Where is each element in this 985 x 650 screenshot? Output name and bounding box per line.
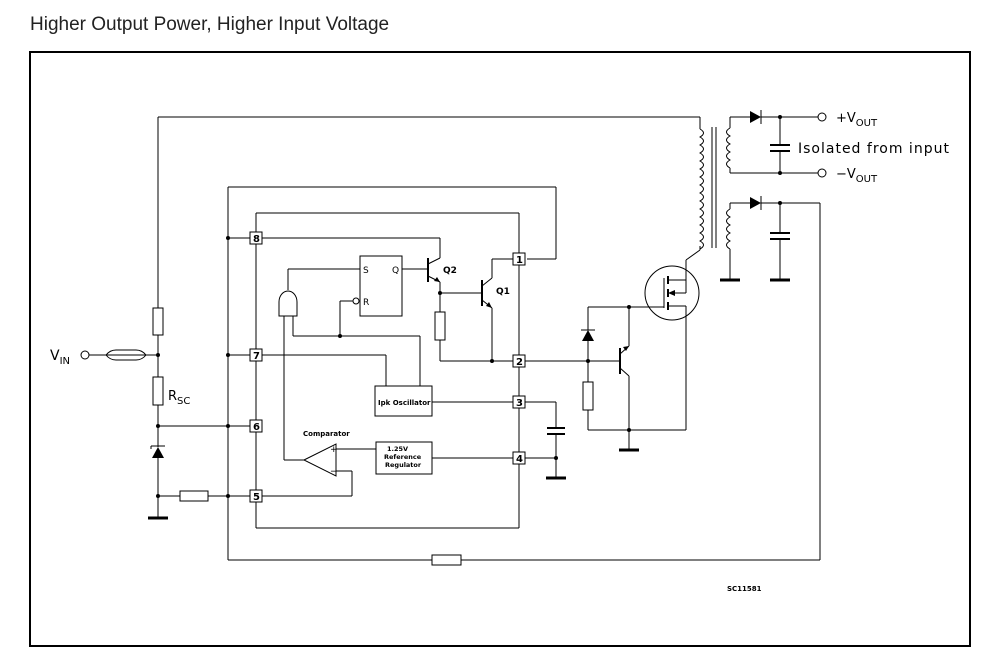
diagram-frame	[29, 51, 971, 647]
pin-3: 3	[512, 395, 526, 409]
svg-text:S: S	[363, 266, 369, 276]
resistor-rsc	[152, 376, 164, 406]
timing-capacitor	[547, 427, 565, 435]
ipk-oscillator	[374, 385, 433, 417]
svg-text:8: 8	[253, 234, 260, 245]
svg-text:+: +	[330, 445, 338, 455]
pin-7: 7	[249, 348, 263, 362]
diode-out-upper	[750, 110, 762, 124]
svg-text:1.25V: 1.25V	[387, 445, 408, 453]
transistor-q1	[481, 277, 493, 309]
pin-1: 1	[512, 252, 526, 266]
zener-diode	[150, 445, 165, 458]
mosfet	[644, 265, 700, 321]
svg-text:Q2: Q2	[443, 266, 457, 276]
svg-text:Reference: Reference	[384, 453, 422, 461]
svg-text:Comparator: Comparator	[303, 430, 350, 438]
svg-text:Ipk Oscillator: Ipk Oscillator	[378, 399, 431, 407]
output-capacitor-lower	[770, 232, 790, 240]
svg-text:6: 6	[253, 422, 260, 433]
resistor-q2	[434, 311, 446, 341]
svg-text:Q1: Q1	[496, 287, 510, 297]
and-gate	[278, 290, 298, 317]
vout-neg-label: −VOUT	[836, 167, 878, 185]
resistor-pin5	[179, 490, 209, 502]
vin-input	[80, 349, 160, 361]
svg-text:Q: Q	[392, 266, 399, 276]
svg-text:3: 3	[516, 398, 523, 409]
svg-text:Regulator: Regulator	[385, 461, 422, 469]
sr-flip-flop	[359, 255, 403, 317]
rsc-label: RSC	[168, 389, 190, 407]
resistor-drive	[582, 381, 594, 411]
pin-4: 4	[512, 451, 526, 465]
pin-5: 5	[249, 489, 263, 503]
isolated-label: Isolated from input	[798, 141, 950, 157]
output-capacitor-upper	[770, 144, 790, 152]
comparator	[302, 443, 337, 477]
fuse	[104, 349, 148, 361]
transistor-q2	[427, 257, 441, 283]
svg-text:4: 4	[516, 454, 523, 465]
resistor-feedback	[431, 554, 462, 566]
svg-text:1: 1	[516, 255, 523, 266]
transistor-drive	[619, 345, 630, 377]
transformer	[698, 127, 732, 250]
page-title: Higher Output Power, Higher Input Voltag…	[30, 14, 390, 35]
vin-label: VIN	[50, 348, 70, 367]
svg-text:7: 7	[253, 351, 260, 362]
svg-text:5: 5	[253, 492, 260, 503]
pin-6: 6	[249, 419, 263, 433]
pin-8: 8	[249, 231, 263, 245]
svg-text:R: R	[363, 298, 369, 308]
svg-text:2: 2	[516, 357, 523, 368]
svg-text:−: −	[330, 467, 338, 477]
diode-drive	[581, 329, 595, 341]
doc-code: SC11581	[727, 585, 762, 593]
vout-pos-label: +VOUT	[836, 111, 878, 129]
diode-out-lower	[750, 196, 762, 210]
resistor-top-left	[152, 307, 164, 336]
pin-2: 2	[512, 354, 526, 368]
